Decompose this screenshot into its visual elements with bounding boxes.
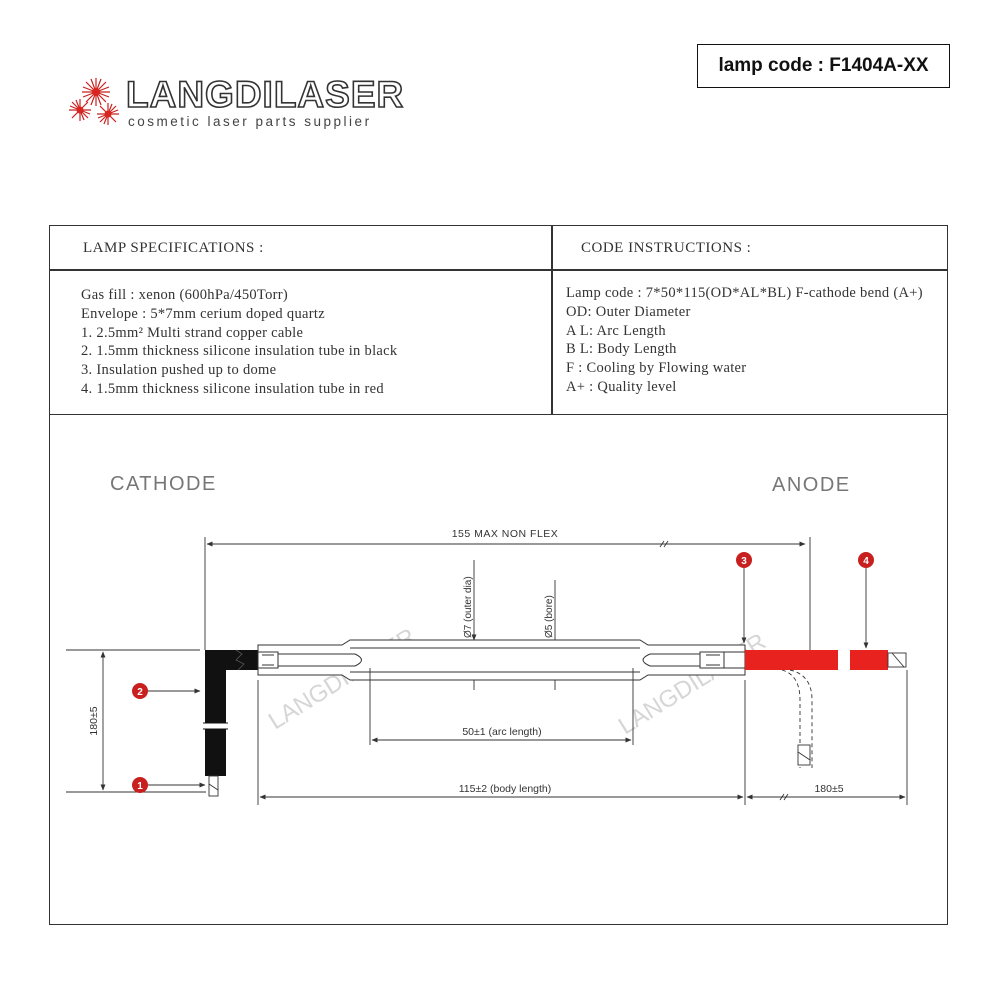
code-line: B L: Body Length	[566, 341, 677, 358]
company-logo: LANGDILASER cosmetic laser parts supplie…	[58, 70, 418, 140]
specifications-list: Gas fill : xenon (600hPa/450Torr) Envelo…	[81, 286, 397, 399]
logo-wordmark: LANGDILASER	[125, 73, 405, 116]
specifications-heading: LAMP SPECIFICATIONS :	[83, 240, 264, 256]
spec-line: Envelope : 5*7mm cerium doped quartz	[81, 305, 325, 322]
svg-text:1: 1	[137, 781, 143, 792]
dim-arc-length-label: 50±1 (arc length)	[462, 726, 541, 738]
lamp-envelope	[257, 639, 746, 681]
anode-label: ANODE	[772, 474, 851, 496]
dim-arc-length	[369, 668, 634, 745]
dim-right-lead-label: 180±5	[814, 783, 843, 795]
spec-table: LAMP SPECIFICATIONS : CODE INSTRUCTIONS …	[49, 225, 948, 415]
marker-3: 3	[736, 552, 752, 644]
drawing-frame	[49, 415, 948, 925]
code-line: A L: Arc Length	[566, 322, 666, 339]
red-insulation-tube	[745, 650, 907, 670]
code-line: Lamp code : 7*50*115(OD*AL*BL) F-cathode…	[566, 285, 923, 301]
outer-dia-label: Ø7 (outer dia)	[463, 576, 474, 638]
cathode-cable-end	[208, 775, 219, 797]
dim-right-lead	[746, 670, 908, 805]
dim-body-length	[257, 680, 746, 805]
spec-line: 3. Insulation pushed up to dome	[81, 362, 277, 379]
spec-line: 4. 1.5mm thickness silicone insulation t…	[81, 380, 384, 397]
code-instructions-heading: CODE INSTRUCTIONS :	[581, 240, 752, 256]
svg-text:3: 3	[741, 556, 747, 567]
logo-tagline: cosmetic laser parts supplier	[128, 114, 372, 129]
dim-left-lead	[66, 649, 206, 793]
code-line: OD: Outer Diameter	[566, 303, 691, 320]
table-column-divider	[551, 226, 553, 414]
dim-overall-length-label: 155 MAX NON FLEX	[452, 528, 559, 540]
laser-burst-icon	[69, 78, 119, 125]
spec-line: 2. 1.5mm thickness silicone insulation t…	[81, 343, 398, 360]
svg-text:4: 4	[863, 556, 869, 567]
spec-line: Gas fill : xenon (600hPa/450Torr)	[81, 287, 289, 303]
code-instructions-list: Lamp code : 7*50*115(OD*AL*BL) F-cathode…	[566, 284, 923, 397]
code-line: A+ : Quality level	[566, 378, 677, 395]
marker-4: 4	[858, 552, 874, 649]
spec-line: 1. 2.5mm² Multi strand copper cable	[81, 324, 304, 341]
cathode-label: CATHODE	[110, 473, 217, 495]
marker-1: 1	[132, 777, 206, 793]
dim-overall-length	[204, 537, 811, 650]
table-header-divider	[50, 269, 947, 271]
black-insulation-tube	[203, 649, 258, 776]
bore-label: Ø5 (bore)	[544, 595, 555, 638]
dim-body-length-label: 115±2 (body length)	[459, 783, 552, 795]
dim-left-lead-label: 180±5	[88, 706, 100, 735]
svg-text:2: 2	[137, 687, 143, 698]
alternate-bend-lead	[781, 669, 813, 768]
code-line: F : Cooling by Flowing water	[566, 360, 747, 377]
marker-2: 2	[132, 683, 201, 699]
lamp-code-box: lamp code : F1404A-XX	[697, 44, 950, 88]
